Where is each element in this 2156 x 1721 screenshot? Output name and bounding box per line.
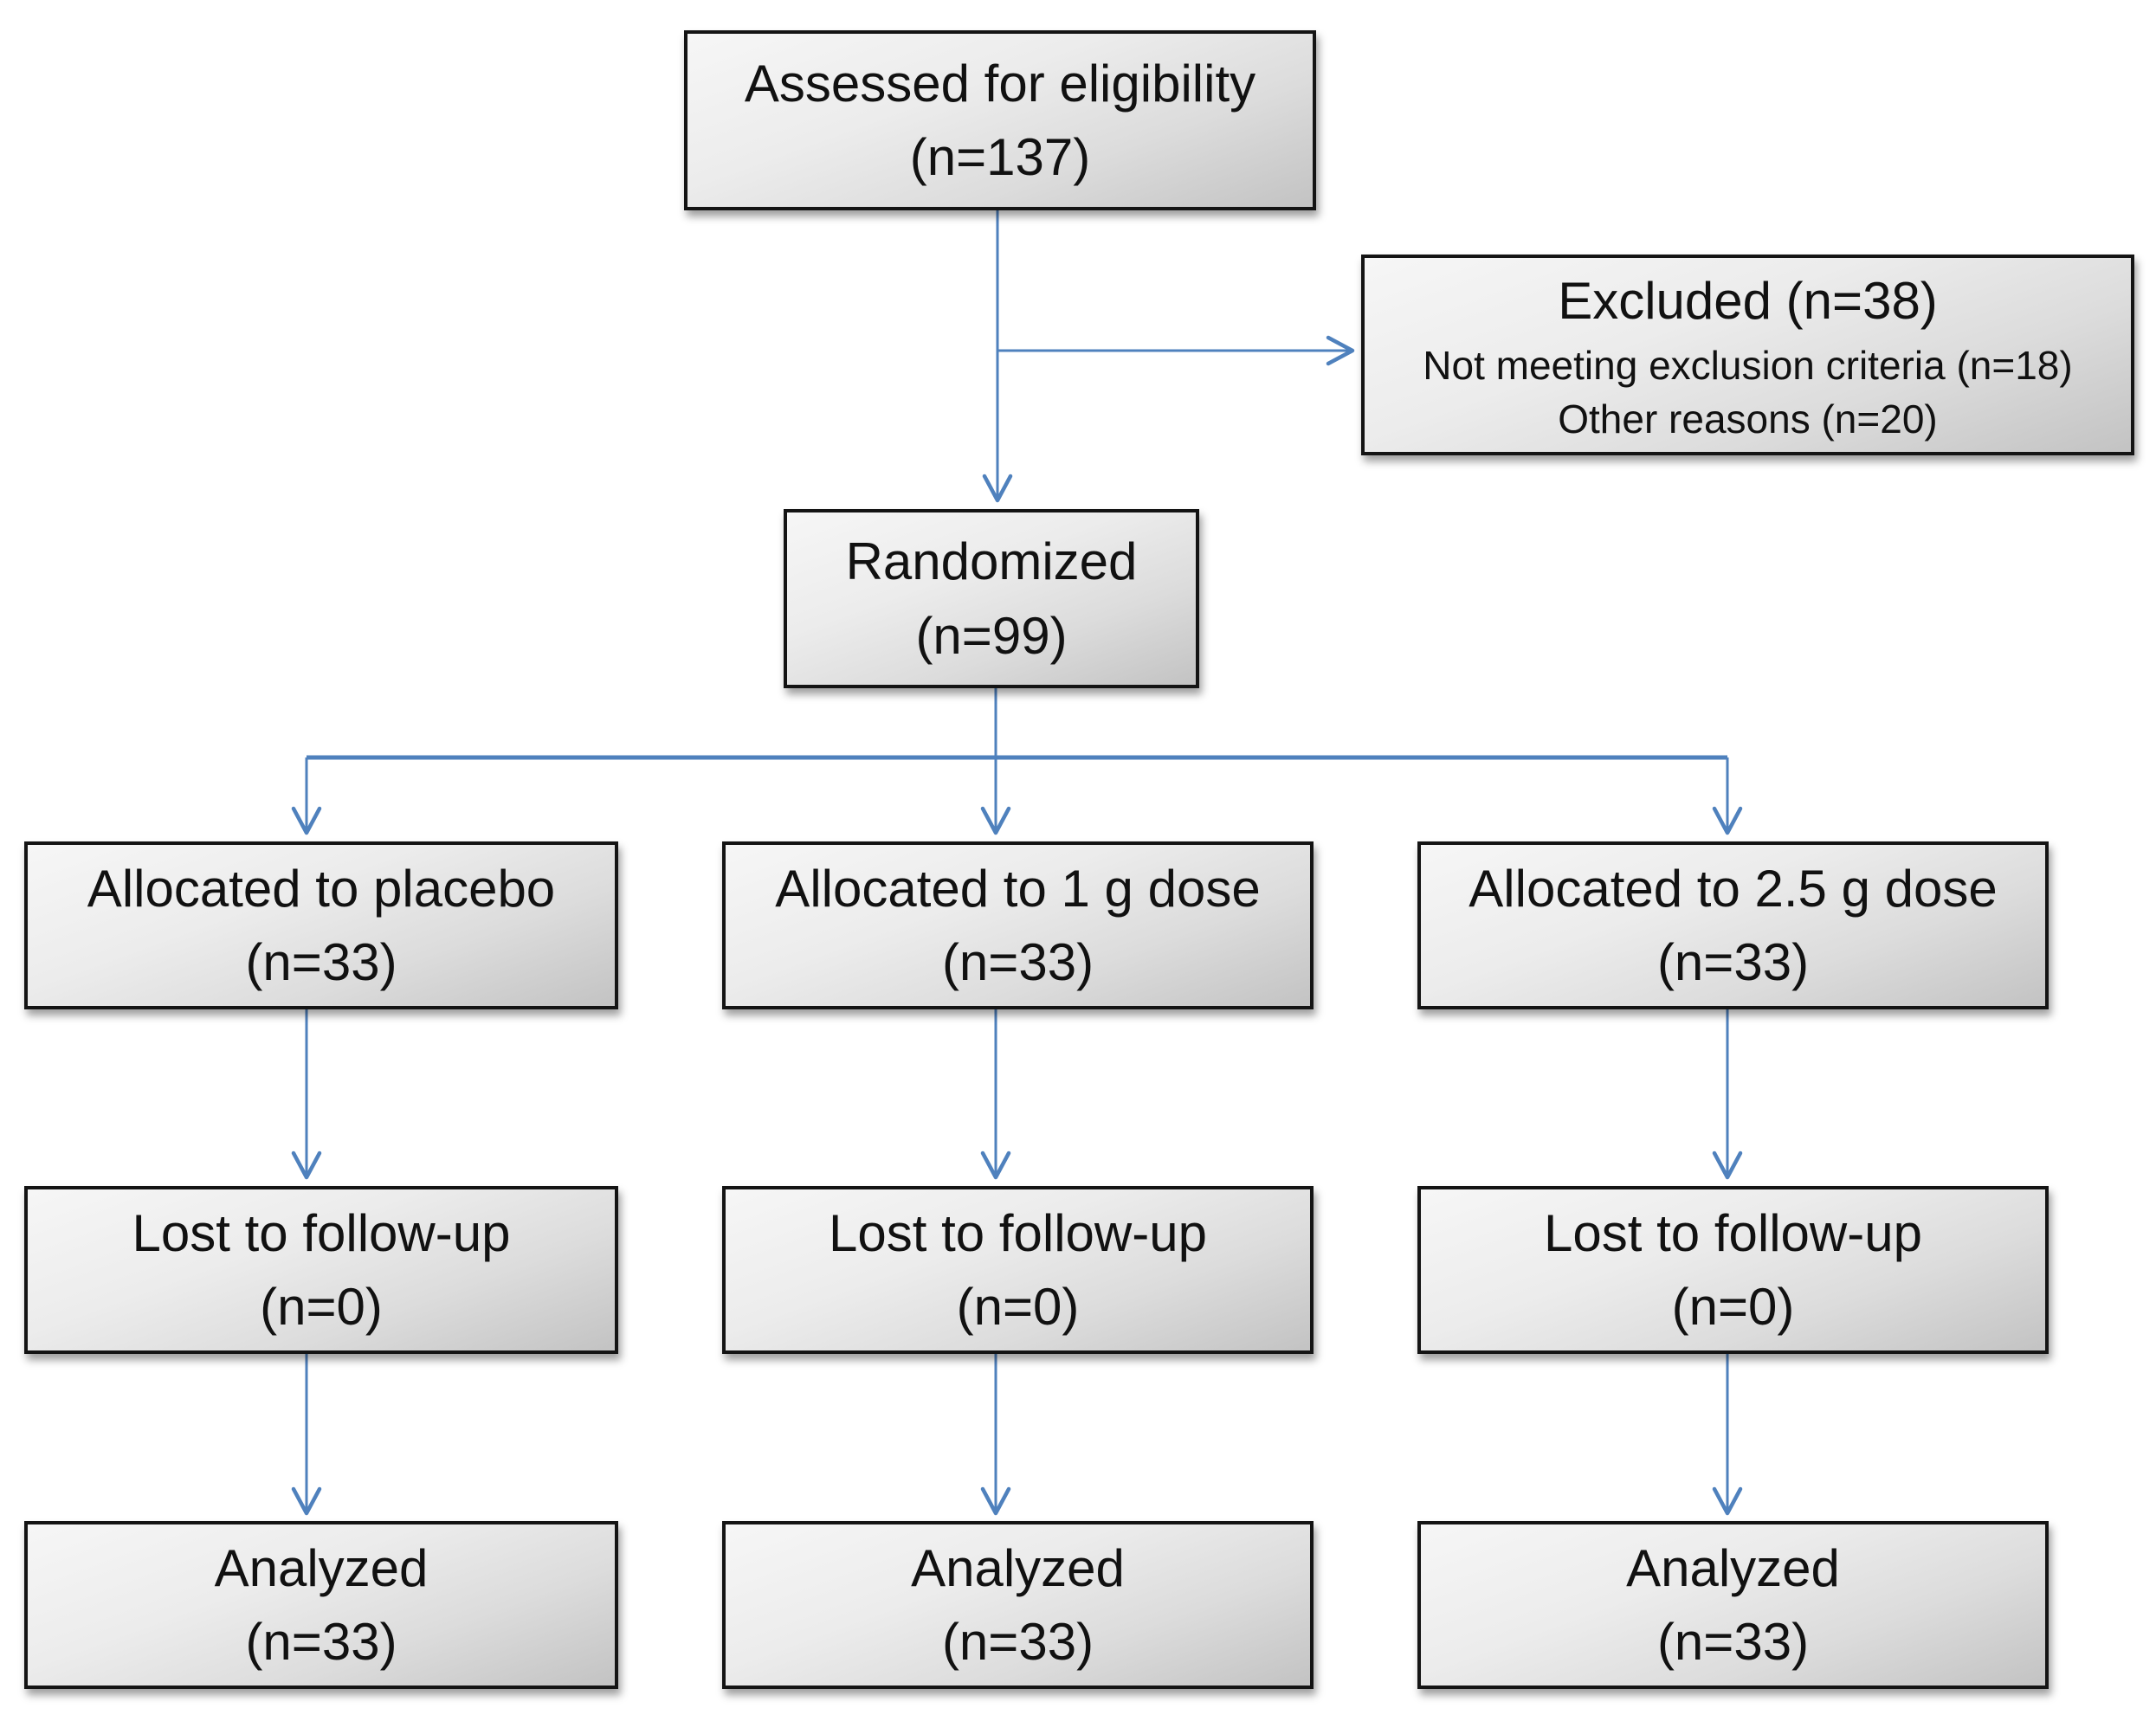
arm2-allocated-box: Allocated to 1 g dose (n=33) bbox=[722, 841, 1314, 1009]
excluded-reason-2: Other reasons (n=20) bbox=[1558, 396, 1938, 442]
arm3-analyzed-box: Analyzed (n=33) bbox=[1417, 1521, 2049, 1689]
assessed-eligibility-box: Assessed for eligibility (n=137) bbox=[684, 30, 1316, 210]
arm1-allocated-count: (n=33) bbox=[245, 933, 397, 991]
arm2-lost-count: (n=0) bbox=[956, 1278, 1080, 1336]
arm3-allocated-label: Allocated to 2.5 g dose bbox=[1469, 859, 1998, 918]
arm3-analyzed-count: (n=33) bbox=[1656, 1613, 1810, 1671]
arm3-allocated-box: Allocated to 2.5 g dose (n=33) bbox=[1417, 841, 2049, 1009]
arm2-allocated-label: Allocated to 1 g dose bbox=[775, 859, 1261, 918]
arm2-lost-label: Lost to follow-up bbox=[829, 1203, 1207, 1262]
arm1-analyzed-label: Analyzed bbox=[214, 1538, 429, 1597]
arm1-allocated-box: Allocated to placebo (n=33) bbox=[24, 841, 618, 1009]
arm1-lost-box: Lost to follow-up (n=0) bbox=[24, 1186, 618, 1354]
arm1-lost-count: (n=0) bbox=[260, 1278, 383, 1336]
excluded-box: Excluded (n=38) Not meeting exclusion cr… bbox=[1361, 255, 2134, 455]
assessed-count: (n=137) bbox=[909, 128, 1091, 186]
arm1-analyzed-count: (n=33) bbox=[245, 1613, 397, 1671]
arm2-analyzed-count: (n=33) bbox=[941, 1613, 1094, 1671]
arm2-analyzed-label: Analyzed bbox=[911, 1538, 1125, 1597]
arm1-analyzed-box: Analyzed (n=33) bbox=[24, 1521, 618, 1689]
excluded-title: Excluded (n=38) bbox=[1558, 272, 1938, 331]
randomized-count: (n=99) bbox=[915, 606, 1068, 665]
arm3-analyzed-label: Analyzed bbox=[1626, 1538, 1840, 1597]
excluded-reason-1: Not meeting exclusion criteria (n=18) bbox=[1423, 342, 2073, 388]
arm1-lost-label: Lost to follow-up bbox=[132, 1203, 511, 1262]
arm3-lost-label: Lost to follow-up bbox=[1544, 1203, 1922, 1262]
arm1-allocated-label: Allocated to placebo bbox=[87, 859, 556, 918]
assessed-label: Assessed for eligibility bbox=[744, 54, 1256, 113]
arm3-lost-count: (n=0) bbox=[1671, 1278, 1795, 1336]
arm3-allocated-count: (n=33) bbox=[1656, 933, 1810, 991]
arm3-lost-box: Lost to follow-up (n=0) bbox=[1417, 1186, 2049, 1354]
arm2-allocated-count: (n=33) bbox=[941, 933, 1094, 991]
arm2-lost-box: Lost to follow-up (n=0) bbox=[722, 1186, 1314, 1354]
arm2-analyzed-box: Analyzed (n=33) bbox=[722, 1521, 1314, 1689]
randomized-label: Randomized bbox=[845, 532, 1138, 591]
randomized-box: Randomized (n=99) bbox=[784, 509, 1199, 688]
